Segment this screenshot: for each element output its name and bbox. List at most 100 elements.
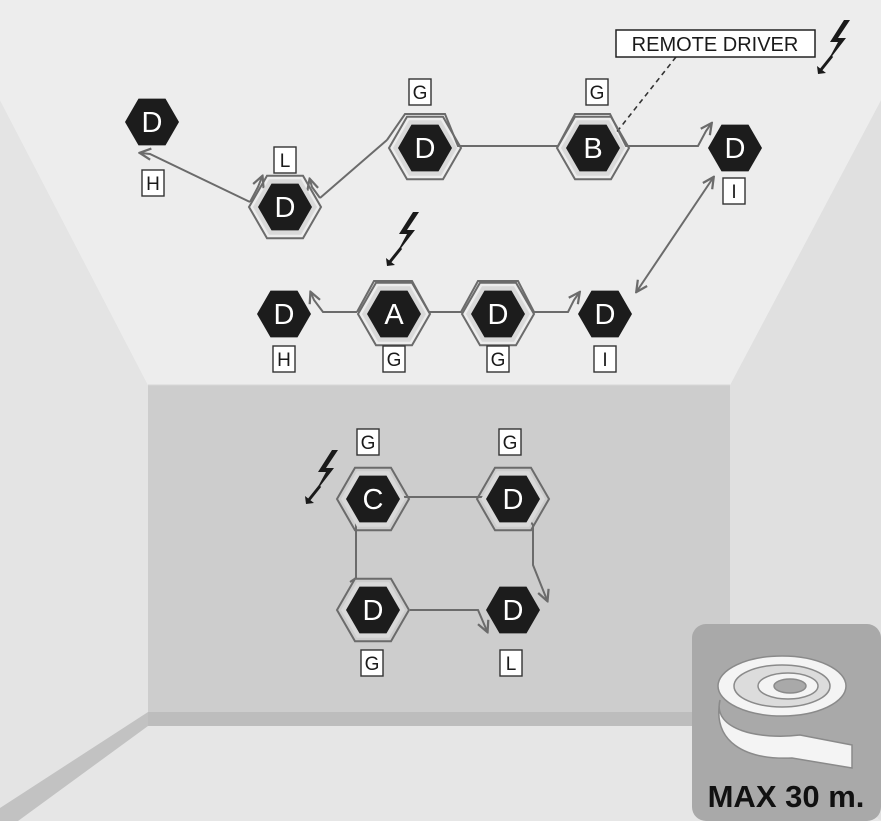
max-length-label: MAX 30 m. xyxy=(708,779,865,814)
tag-box xyxy=(272,345,296,373)
module-hexagon xyxy=(566,124,620,172)
tag-box xyxy=(408,78,432,106)
module-hexagon xyxy=(346,475,400,523)
tag-box xyxy=(360,649,384,677)
tag-letter: L xyxy=(506,654,517,675)
module-tag-ceil-b: G xyxy=(585,78,609,106)
lightning-bolt-icon xyxy=(305,450,338,504)
tag-box xyxy=(273,146,297,174)
module-bracket xyxy=(247,174,323,240)
wire-ceil-2 xyxy=(249,177,262,203)
module-bracket xyxy=(335,466,411,532)
tag-letter: G xyxy=(590,83,605,104)
module-d-wall-d1: D xyxy=(475,466,551,532)
module-tag-ceil-d3: G xyxy=(408,78,432,106)
module-d-ceil-d2: D xyxy=(247,174,323,240)
module-hexagon xyxy=(486,475,540,523)
tag-box xyxy=(141,169,165,197)
tag-letter: G xyxy=(503,433,518,454)
module-d-ceil-d4: D xyxy=(708,124,762,172)
module-letter: D xyxy=(363,595,384,627)
wire-ceil-1 xyxy=(141,153,251,203)
module-letter: D xyxy=(595,299,616,331)
module-letter: D xyxy=(503,595,524,627)
module-letter: B xyxy=(583,133,602,165)
wiring xyxy=(141,113,713,631)
module-d-mid-d1: D xyxy=(257,290,311,338)
module-hexagon xyxy=(258,183,312,231)
tag-letter: I xyxy=(731,182,736,203)
module-d-mid-d3: D xyxy=(578,290,632,338)
module-tag-wall-c: G xyxy=(356,428,380,456)
baseboard-left xyxy=(0,712,148,821)
module-tag-wall-d1: G xyxy=(498,428,522,456)
module-b-ceil-b: B xyxy=(555,115,631,181)
module-d-wall-d2: D xyxy=(335,577,411,643)
tag-letter: H xyxy=(146,174,160,195)
module-hexagon xyxy=(257,290,311,338)
tag-box xyxy=(356,428,380,456)
module-tag-mid-a: G xyxy=(382,345,406,373)
module-c-wall-c: C xyxy=(335,466,411,532)
remote-driver-callout: REMOTE DRIVER xyxy=(615,29,816,58)
tag-letter: H xyxy=(277,350,291,371)
wire-ceil-6 xyxy=(637,178,713,291)
left-wall xyxy=(0,100,148,821)
back-wall xyxy=(148,385,730,712)
remote-driver-label: REMOTE DRIVER xyxy=(632,34,799,56)
module-letter: D xyxy=(415,133,436,165)
tag-box xyxy=(593,345,617,373)
module-hexagon xyxy=(578,290,632,338)
module-tag-mid-d3: I xyxy=(593,345,617,373)
tag-box xyxy=(499,649,523,677)
tag-letter: G xyxy=(387,350,402,371)
module-letter: A xyxy=(384,299,404,331)
module-letter: D xyxy=(274,299,295,331)
module-d-ceil-d1: D xyxy=(125,98,179,146)
module-tag-ceil-d4: I xyxy=(722,177,746,205)
max-length-badge: MAX 30 m. xyxy=(692,624,881,821)
tag-letter: I xyxy=(602,350,607,371)
tag-box xyxy=(498,428,522,456)
tag-box xyxy=(382,345,406,373)
module-letter: D xyxy=(275,192,296,224)
baseboard-back xyxy=(148,712,730,726)
module-hexagon xyxy=(367,290,421,338)
wire-mid-1 xyxy=(311,293,357,313)
module-letter: D xyxy=(142,107,163,139)
module-tag-mid-d2: G xyxy=(486,345,510,373)
module-bracket xyxy=(555,115,631,181)
lightning-bolts xyxy=(305,20,850,504)
module-tag-wall-d2: G xyxy=(360,649,384,677)
module-hexagon xyxy=(486,586,540,634)
floor-surface xyxy=(0,712,881,821)
module-bracket xyxy=(387,115,463,181)
module-tag-wall-d3: L xyxy=(499,649,523,677)
tag-box xyxy=(486,345,510,373)
module-tag-mid-d1: H xyxy=(272,345,296,373)
module-d-mid-d2: D xyxy=(460,281,536,347)
module-letter: D xyxy=(488,299,509,331)
module-hexagon xyxy=(346,586,400,634)
wire-mid-2 xyxy=(356,280,579,313)
tape-roll-icon xyxy=(717,655,853,769)
module-a-mid-a: A xyxy=(356,281,432,347)
module-bracket xyxy=(460,281,536,347)
module-letter: D xyxy=(725,133,746,165)
tag-box xyxy=(585,78,609,106)
module-hexagon xyxy=(125,98,179,146)
tag-letter: G xyxy=(491,350,506,371)
tag-letter: G xyxy=(361,433,376,454)
tag-letter: G xyxy=(365,654,380,675)
module-hexagon xyxy=(398,124,452,172)
lightning-bolt-icon xyxy=(817,20,850,74)
module-bracket xyxy=(356,281,432,347)
wire-ceil-3 xyxy=(319,139,388,199)
lightning-bolt-icon xyxy=(386,212,419,266)
module-d-ceil-d3: D xyxy=(387,115,463,181)
